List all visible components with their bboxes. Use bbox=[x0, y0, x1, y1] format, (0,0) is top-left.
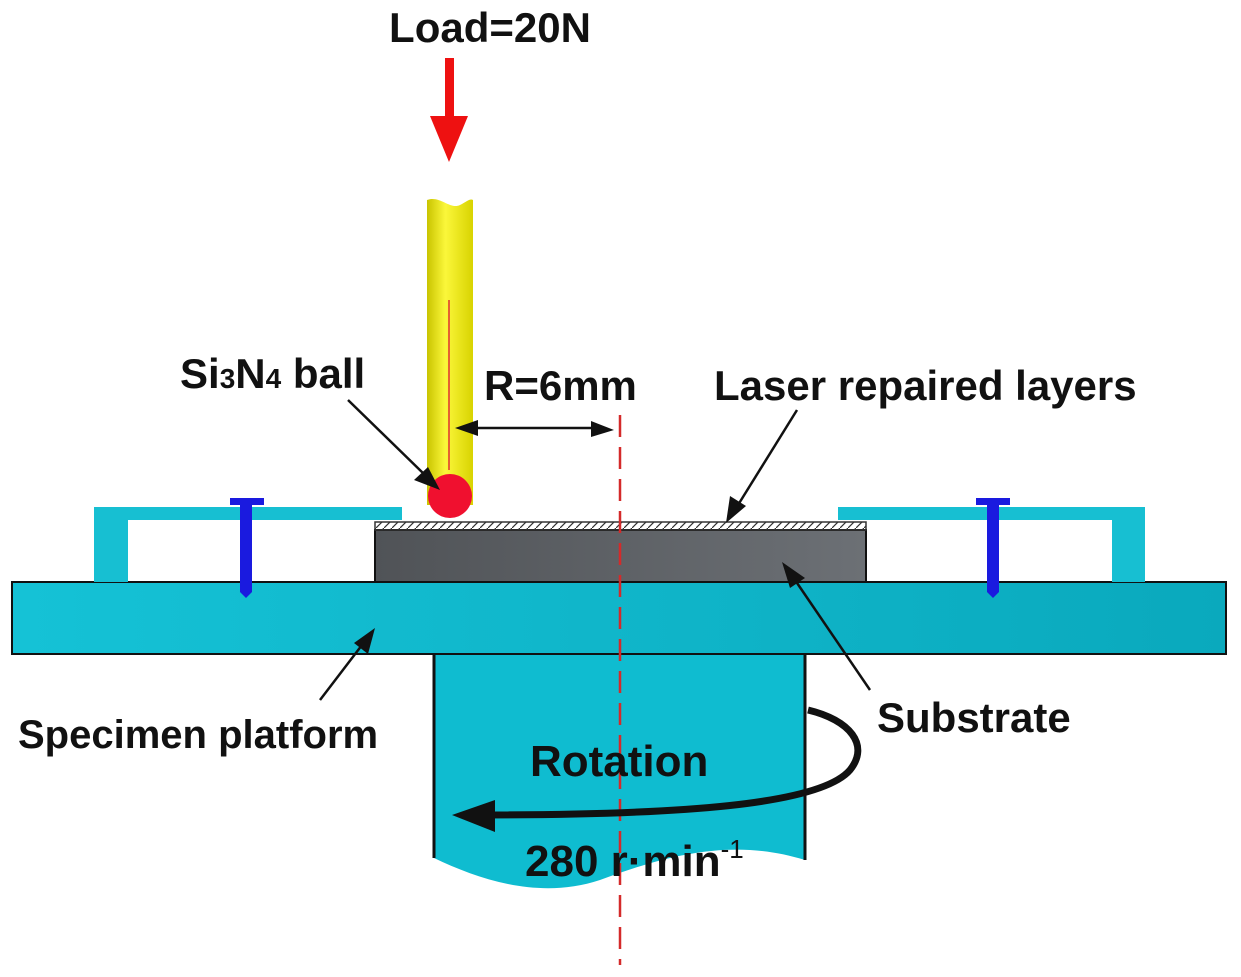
right-bolt bbox=[976, 498, 1010, 598]
rotation-label: Rotation bbox=[530, 737, 708, 786]
left-bolt bbox=[230, 498, 264, 598]
rotation-arrow bbox=[452, 706, 862, 832]
substrate-label: Substrate bbox=[877, 694, 1071, 741]
radius-dimension bbox=[455, 420, 614, 437]
layers-label: Laser repaired layers bbox=[714, 362, 1137, 409]
platform-label: Specimen platform bbox=[18, 713, 378, 757]
ball-leader bbox=[347, 399, 426, 476]
substrate-leader bbox=[793, 579, 872, 691]
speed-label: 280 r·min-1 bbox=[525, 834, 744, 886]
load-arrow bbox=[430, 58, 468, 162]
right-clamp bbox=[838, 507, 1145, 582]
radius-label: R=6mm bbox=[484, 362, 637, 409]
pin-rod bbox=[427, 198, 473, 505]
ball-label: Si3N4 ball bbox=[180, 350, 365, 397]
load-label: Load=20N bbox=[389, 4, 591, 51]
platform-leader bbox=[319, 644, 363, 701]
layers-leader bbox=[736, 409, 799, 506]
left-clamp bbox=[94, 507, 402, 582]
si3n4-ball bbox=[428, 474, 472, 518]
